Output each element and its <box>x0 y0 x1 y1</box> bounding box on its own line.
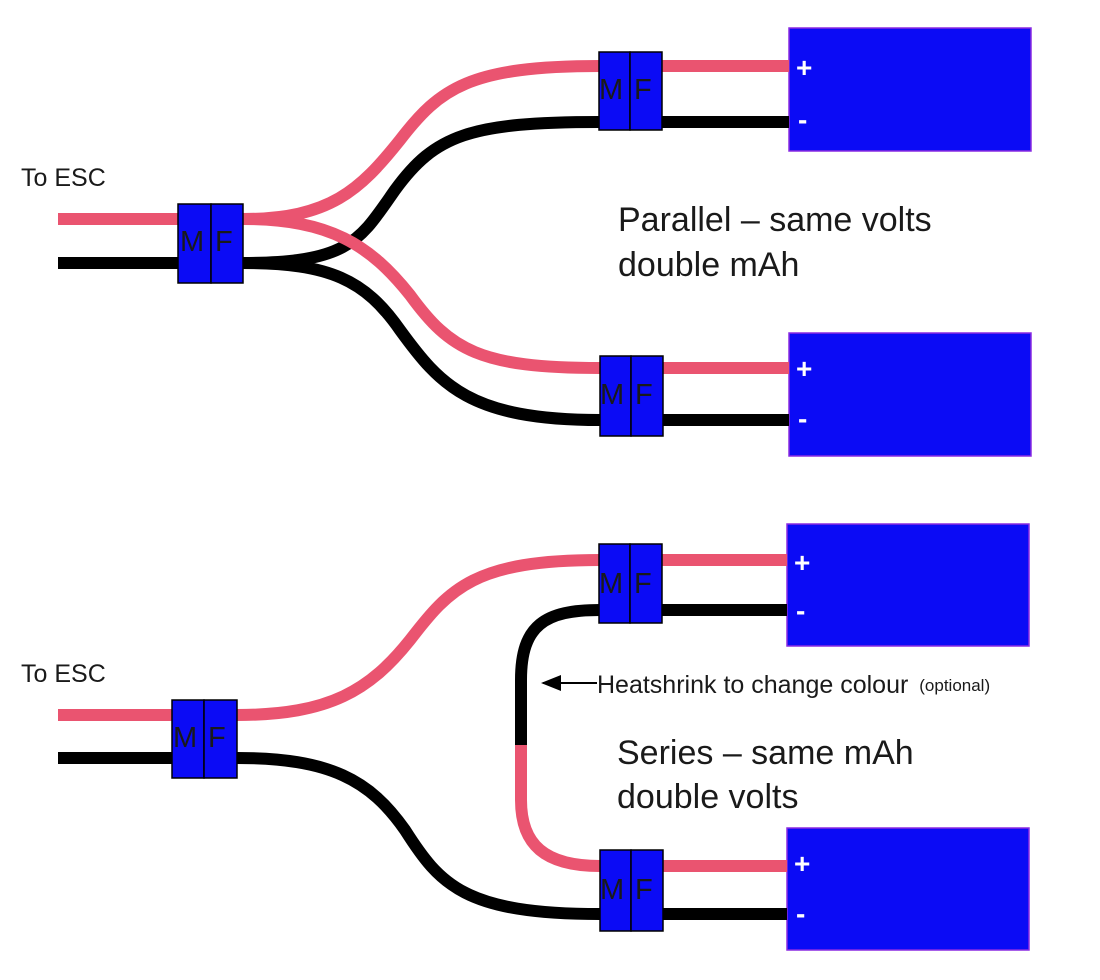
series-esc-label: To ESC <box>21 660 106 688</box>
parallel-connector-bottom: M F <box>599 355 664 437</box>
connector-female-label: F <box>634 568 652 600</box>
parallel-diagram: M F M F M F + - + - To ESC Parallel – sa… <box>21 27 1032 457</box>
battery-plus-label: + <box>794 547 810 578</box>
battery-minus-label: - <box>798 104 807 135</box>
series-neg-wire-to-battery <box>236 752 787 920</box>
series-connector-bottom: M F <box>599 849 664 932</box>
battery-minus-label: - <box>796 898 805 929</box>
series-diagram: M F M F M F + - + - Heatshrink to change… <box>21 523 1030 951</box>
battery-plus-label: + <box>796 353 812 384</box>
series-caption-line1: Series – same mAh <box>617 734 914 772</box>
series-battery-top <box>786 523 1030 647</box>
parallel-connector-esc: M F <box>177 203 244 284</box>
connector-female-label: F <box>215 226 233 258</box>
parallel-battery-top <box>788 27 1032 152</box>
parallel-neg-wire-bottom <box>242 257 789 426</box>
parallel-esc-label: To ESC <box>21 164 106 192</box>
battery-plus-label: + <box>796 52 812 83</box>
series-connector-top: M F <box>598 543 663 624</box>
parallel-pos-wire-top <box>242 60 789 225</box>
parallel-battery-bottom <box>788 332 1032 457</box>
parallel-caption-line2: double mAh <box>618 246 799 284</box>
heatshrink-note-optional: (optional) <box>919 676 990 695</box>
connector-female-label: F <box>635 874 653 906</box>
connector-female-label: F <box>635 379 653 411</box>
connector-male-label: M <box>173 722 197 754</box>
parallel-pos-wire-bottom <box>242 213 789 374</box>
series-link-wire-black <box>515 604 787 745</box>
battery-minus-label: - <box>796 595 805 626</box>
connector-male-label: M <box>599 74 623 106</box>
series-caption-line2: double volts <box>617 778 798 816</box>
series-link-wire-heatshrink <box>515 745 787 872</box>
series-battery-bottom <box>786 827 1030 951</box>
heatshrink-note-main: Heatshrink to change colour <box>597 671 908 699</box>
connector-male-label: M <box>180 226 204 258</box>
battery-minus-label: - <box>798 403 807 434</box>
connector-female-label: F <box>634 74 652 106</box>
series-pos-wire-to-battery <box>236 554 787 721</box>
series-connector-esc: M F <box>171 699 238 779</box>
parallel-caption-line1: Parallel – same volts <box>618 201 932 239</box>
connector-male-label: M <box>600 379 624 411</box>
connector-male-label: M <box>600 874 624 906</box>
connector-female-label: F <box>208 722 226 754</box>
connector-male-label: M <box>599 568 623 600</box>
parallel-neg-wire-top <box>242 116 789 269</box>
parallel-connector-top: M F <box>598 51 663 131</box>
heatshrink-note: Heatshrink to change colour (optional) <box>597 671 990 699</box>
battery-plus-label: + <box>794 848 810 879</box>
